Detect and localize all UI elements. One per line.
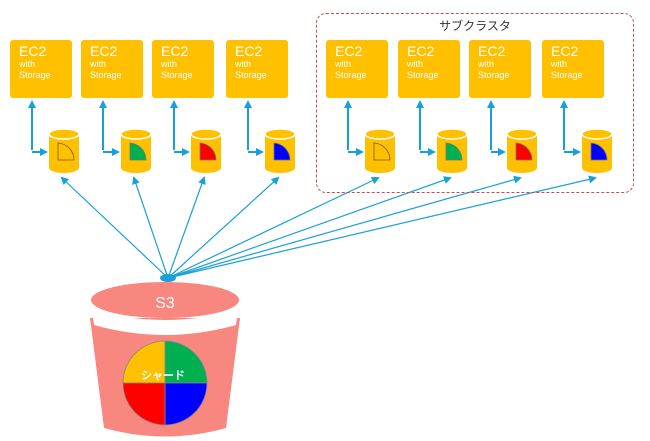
shard-quarter-yellow [373, 142, 391, 161]
s3-disk-link [167, 175, 522, 279]
ec2-title: EC2 [407, 43, 435, 59]
s3-disk-link [167, 176, 380, 279]
disk-icon [190, 128, 222, 173]
s3-disk-link [132, 176, 169, 279]
ec2-subtitle: Storage [161, 70, 193, 80]
ec2-title: EC2 [90, 43, 118, 59]
pie-slice-green [164, 340, 208, 384]
ec2-subtitle: with [478, 59, 495, 69]
ec2-node: EC2 with Storage [542, 40, 604, 98]
ec2-node: EC2 with Storage [326, 40, 388, 98]
ec2-node: EC2 with Storage [469, 40, 531, 98]
ec2-subtitle: Storage [335, 70, 367, 80]
ec2-subtitle: with [551, 59, 568, 69]
shard-quarter-blue [590, 142, 608, 161]
disk-icon [120, 128, 152, 173]
shard-quarter-green [129, 142, 147, 161]
shard-quarter-blue [273, 142, 291, 161]
shard-quarter-yellow [57, 142, 75, 161]
ec2-node: EC2 with Storage [10, 40, 72, 98]
ec2-title: EC2 [551, 43, 579, 59]
pie-slice-red [122, 382, 166, 426]
disk-icon [436, 128, 468, 173]
ec2-title: EC2 [478, 43, 506, 59]
ec2-title: EC2 [235, 43, 263, 59]
shard-quarter-red [515, 142, 533, 161]
shard-pie-chart [122, 340, 208, 426]
disk-icon [364, 128, 396, 173]
ec2-subtitle: Storage [478, 70, 510, 80]
ec2-node: EC2 with Storage [226, 40, 288, 98]
pie-slice-blue [164, 382, 208, 426]
s3-disk-link [167, 175, 597, 279]
subcluster-group: サブクラスタ [316, 13, 634, 193]
ec2-subtitle: Storage [19, 70, 51, 80]
ec2-node: EC2 with Storage [152, 40, 214, 98]
disk-icon [264, 128, 296, 173]
shard-quarter-green [445, 142, 463, 161]
ec2-subtitle: Storage [235, 70, 267, 80]
s3-label: S3 [155, 295, 175, 312]
ec2-subtitle: with [407, 59, 424, 69]
pie-slice-yellow [122, 340, 166, 384]
ec2-subtitle: with [161, 59, 178, 69]
disk-icon [581, 128, 613, 173]
shard-label: シャード [141, 370, 185, 382]
disk-icon [48, 128, 80, 173]
ec2-node: EC2 with Storage [398, 40, 460, 98]
s3-disk-link [167, 176, 280, 279]
subcluster-label: サブクラスタ [439, 19, 511, 33]
ec2-node: EC2 with Storage [81, 40, 143, 98]
s3-disk-link [167, 176, 206, 279]
s3-disk-link [167, 176, 452, 279]
ec2-subtitle: with [19, 59, 36, 69]
s3-disk-link [60, 176, 169, 279]
ec2-subtitle: with [90, 59, 107, 69]
shard-quarter-red [199, 142, 217, 161]
ec2-subtitle: Storage [407, 70, 439, 80]
ec2-title: EC2 [335, 43, 363, 59]
link-hub [160, 274, 176, 282]
ec2-title: EC2 [19, 43, 47, 59]
ec2-subtitle: Storage [551, 70, 583, 80]
ec2-subtitle: Storage [90, 70, 122, 80]
ec2-title: EC2 [161, 43, 189, 59]
ec2-subtitle: with [235, 59, 252, 69]
disk-icon [506, 128, 538, 173]
ec2-subtitle: with [335, 59, 352, 69]
